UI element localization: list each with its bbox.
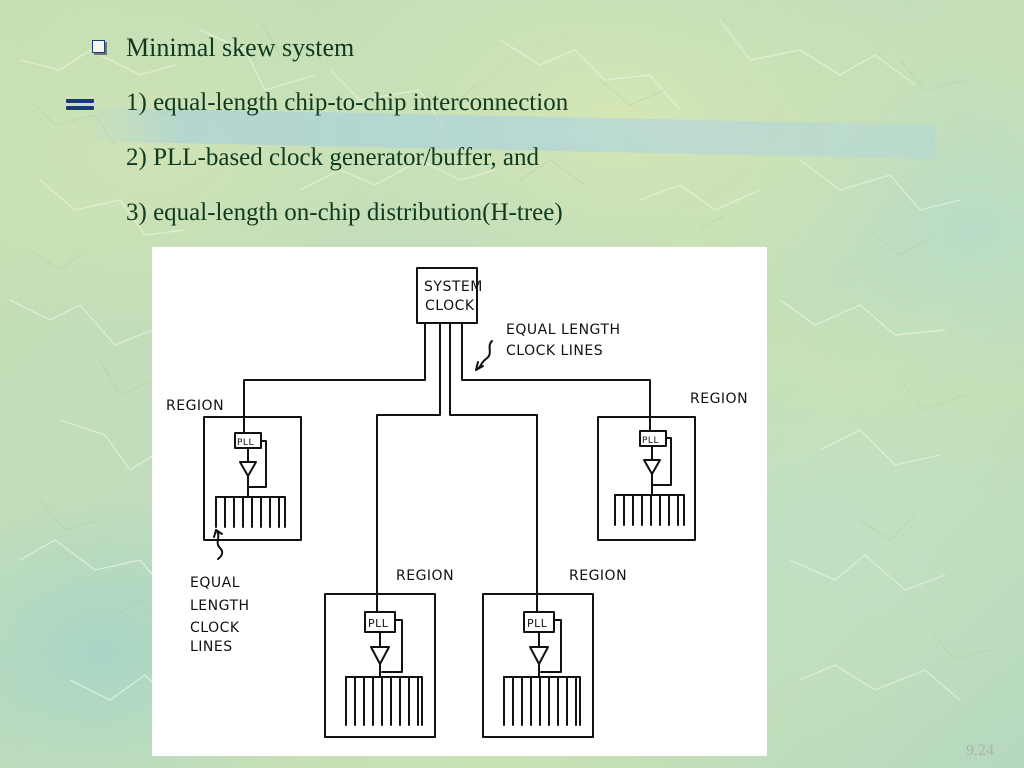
equals-icon [66, 97, 96, 111]
equal-length-side-2: LENGTH [190, 598, 250, 614]
pll-label-right: PLL [642, 436, 659, 446]
system-clock-label-1: SYSTEM [424, 279, 483, 295]
list-item-2: 2) PLL-based clock generator/buffer, and [126, 144, 539, 171]
region-box-bottom-left [324, 593, 436, 738]
region-box-bottom-right [482, 593, 594, 738]
equal-length-side-3: CLOCK [190, 620, 240, 636]
list-item-1: 1) equal-length chip-to-chip interconnec… [126, 89, 569, 116]
region-label-bottom-left: REGION [396, 568, 454, 584]
pll-label-bottom-left: PLL [368, 617, 389, 630]
slide-title: Minimal skew system [126, 33, 355, 62]
region-label-left: REGION [166, 398, 224, 414]
system-clock-label-2: CLOCK [425, 298, 475, 314]
page-number: 9.24 [966, 742, 994, 759]
pll-label-bottom-right: PLL [527, 617, 548, 630]
region-label-right: REGION [690, 391, 748, 407]
equal-length-label-top-1: EQUAL LENGTH [506, 322, 621, 338]
region-box-right [597, 416, 696, 541]
clock-line-mid-left [376, 322, 441, 598]
clock-line-top-left [243, 322, 426, 418]
clock-line-mid-right [449, 322, 538, 598]
equal-length-side-4: LINES [190, 639, 233, 655]
hollow-square-bullet-icon [92, 40, 105, 53]
list-item-3: 3) equal-length on-chip distribution(H-t… [126, 199, 563, 226]
pll-label-left: PLL [237, 438, 254, 448]
equal-length-label-top-2: CLOCK LINES [506, 343, 603, 359]
clock-distribution-diagram: SYSTEM CLOCK EQUAL LENGTH CLOCK LINES RE… [152, 247, 767, 756]
clock-line-top-right [461, 322, 651, 418]
squiggle-arrow-left [215, 529, 224, 560]
region-label-bottom-right: REGION [569, 568, 627, 584]
system-clock-box [416, 267, 478, 324]
equal-length-side-1: EQUAL [190, 575, 240, 591]
squiggle-arrow-top [475, 340, 493, 371]
region-box-left [203, 416, 302, 541]
